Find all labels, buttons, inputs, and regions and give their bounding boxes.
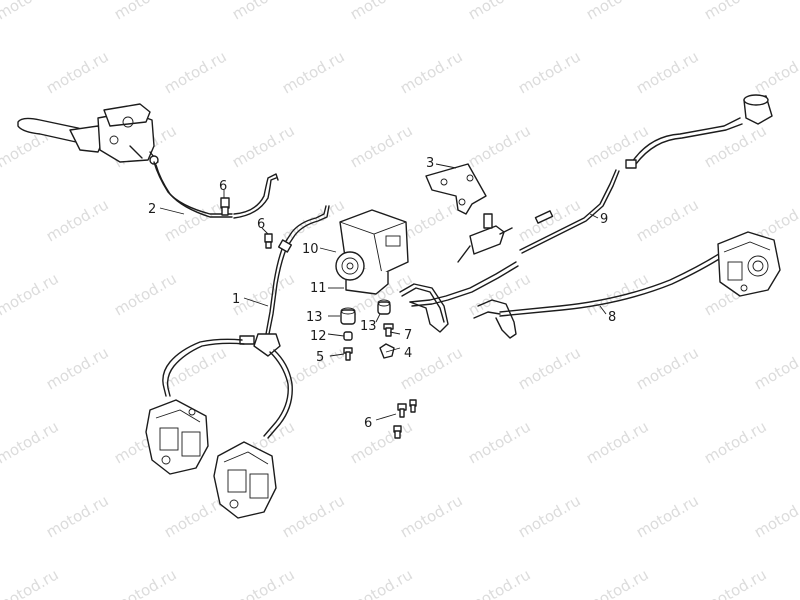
hose-left-caliper (162, 338, 243, 397)
brake-pipe-1 (265, 205, 327, 335)
brake-pipe-8 (499, 239, 737, 313)
callout-8: 8 (608, 310, 616, 325)
callout-12: 12 (310, 329, 327, 344)
brake-pipe-9 (519, 169, 617, 251)
nut-4 (379, 343, 395, 359)
junction-fitting (239, 333, 281, 357)
bolts-6c (393, 399, 417, 439)
callout-9: 9 (600, 212, 608, 227)
callout-6a: 6 (219, 179, 227, 194)
front-caliper-right (213, 441, 277, 519)
front-master-cylinder (17, 103, 159, 165)
rear-master-cylinder (457, 210, 554, 263)
callout-7: 7 (404, 328, 412, 343)
callout-5: 5 (316, 350, 324, 365)
rear-caliper (717, 231, 781, 297)
bracket-3 (425, 163, 487, 215)
abs-modulator-10 (335, 209, 409, 295)
leader-lines (159, 163, 607, 421)
callout-4: 4 (404, 346, 412, 361)
bolt-7 (383, 323, 394, 337)
callout-11: 11 (310, 281, 327, 296)
callout-6b: 6 (257, 217, 265, 232)
abs-pipe-cluster (399, 261, 519, 339)
bolt-5 (343, 347, 353, 361)
banjo-bolt-6a (220, 197, 230, 216)
rubber-grommet-13b (377, 299, 391, 315)
spacer-12 (343, 331, 353, 341)
callout-13b: 13 (360, 319, 377, 334)
reservoir-hose (631, 117, 741, 163)
callout-10: 10 (302, 242, 319, 257)
callout-6c: 6 (364, 416, 372, 431)
front-caliper-left (145, 399, 209, 475)
callout-2: 2 (148, 202, 156, 217)
callout-13a: 13 (306, 310, 323, 325)
rear-reservoir (743, 94, 773, 125)
callout-1: 1 (232, 292, 240, 307)
banjo-bolt-6b (264, 233, 273, 249)
brake-pipe-upper (233, 173, 279, 215)
hose-right-caliper (263, 351, 289, 437)
callout-3: 3 (426, 156, 434, 171)
rubber-grommet-13a (340, 307, 356, 325)
